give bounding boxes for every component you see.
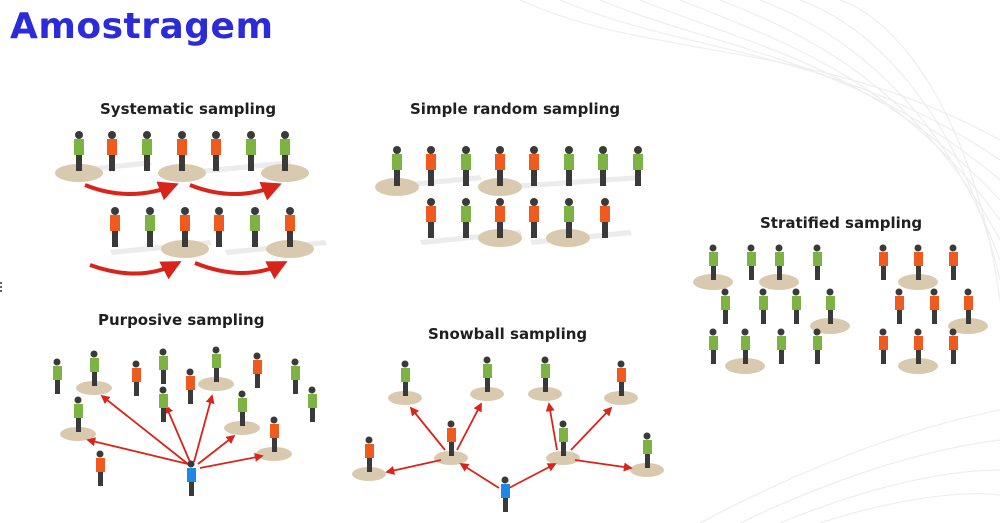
panel-title-stratified: Stratified sampling: [760, 214, 923, 232]
panel-title-purposive: Purposive sampling: [98, 311, 265, 329]
panel-title-systematic: Systematic sampling: [100, 100, 277, 118]
panel-title-simple-random: Simple random sampling: [410, 100, 621, 118]
panel-title-snowball: Snowball sampling: [428, 325, 588, 343]
snowball-scene: [352, 356, 664, 512]
side-marker: [0, 282, 5, 292]
slide-title: Amostragem: [10, 6, 274, 47]
stratified-scene: [693, 244, 988, 374]
simple-random-scene: [375, 146, 643, 247]
systematic-scene: [55, 131, 327, 280]
purposive-scene: [53, 346, 317, 496]
